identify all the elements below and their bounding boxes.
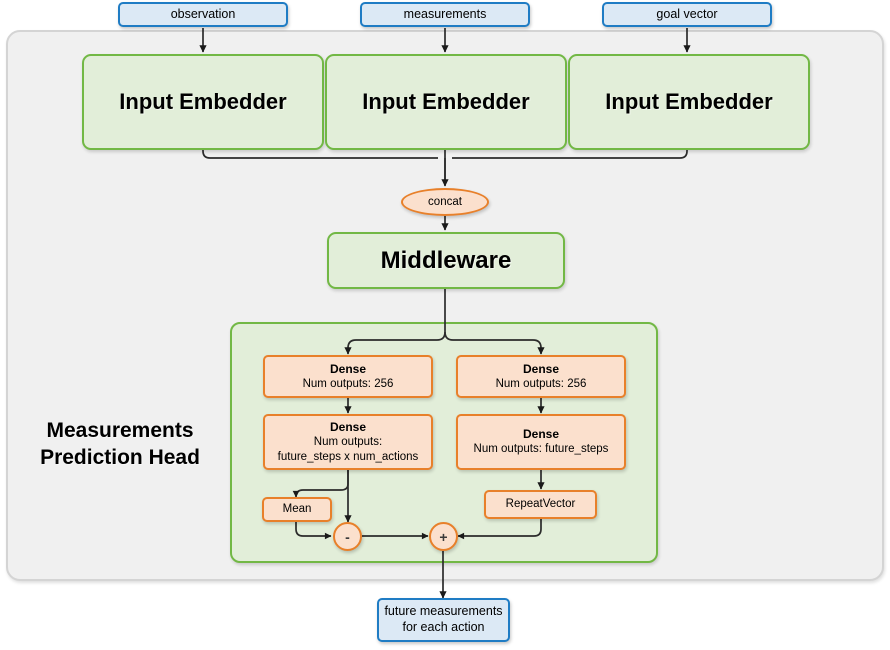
input-box-goal-vector[interactable]: goal vector <box>602 2 772 27</box>
input-box-measurements[interactable]: measurements <box>360 2 530 27</box>
right-dense-1-title: Dense <box>522 361 560 376</box>
left-dense-2-title: Dense <box>329 419 367 434</box>
left-dense-2-line2: future_steps x num_actions <box>277 451 419 464</box>
right-dense-1-line1: Num outputs: 256 <box>495 377 587 390</box>
head-title: Measurements Prediction Head <box>18 405 222 485</box>
right-dense-2-title: Dense <box>522 427 560 442</box>
left-dense-1-title: Dense <box>329 361 367 376</box>
input-embedder-3-label: Input Embedder <box>605 89 773 114</box>
left-dense-1-line1: Num outputs: 256 <box>302 377 394 390</box>
input-box-observation[interactable]: observation <box>118 2 288 27</box>
input-box-goal-vector-label: goal vector <box>656 6 718 21</box>
left-dense-1[interactable]: Dense Num outputs: 256 <box>263 355 433 398</box>
middleware-label: Middleware <box>380 246 512 274</box>
right-dense-1[interactable]: Dense Num outputs: 256 <box>456 355 626 398</box>
subtract-operator[interactable]: - <box>333 522 362 551</box>
concat-label: concat <box>428 196 462 208</box>
input-box-observation-label: observation <box>170 6 236 21</box>
output-box-line1: future measurements <box>384 604 503 619</box>
output-box-line2: for each action <box>402 620 485 634</box>
mean-label: Mean <box>282 502 312 515</box>
concat-node[interactable]: concat <box>401 188 489 216</box>
input-embedder-2-label: Input Embedder <box>362 89 530 114</box>
input-box-measurements-label: measurements <box>403 6 487 21</box>
right-dense-2-line1: Num outputs: future_steps <box>473 443 609 456</box>
middleware-block[interactable]: Middleware <box>327 232 565 289</box>
add-operator[interactable]: + <box>429 522 458 551</box>
right-dense-2[interactable]: Dense Num outputs: future_steps <box>456 414 626 470</box>
mean-block[interactable]: Mean <box>262 497 332 522</box>
output-box-future-measurements[interactable]: future measurements for each action <box>377 598 510 642</box>
head-title-line2: Prediction Head <box>40 446 200 469</box>
subtract-operator-label: - <box>345 528 350 545</box>
repeat-vector-block[interactable]: RepeatVector <box>484 490 597 519</box>
left-dense-2[interactable]: Dense Num outputs: future_steps x num_ac… <box>263 414 433 470</box>
input-embedder-1[interactable]: Input Embedder <box>82 54 324 150</box>
left-dense-2-line1: Num outputs: <box>313 435 383 448</box>
input-embedder-1-label: Input Embedder <box>119 89 287 114</box>
head-title-line1: Measurements <box>46 419 194 443</box>
repeat-vector-label: RepeatVector <box>505 497 576 510</box>
input-embedder-2[interactable]: Input Embedder <box>325 54 567 150</box>
input-embedder-3[interactable]: Input Embedder <box>568 54 810 150</box>
add-operator-label: + <box>439 528 448 545</box>
